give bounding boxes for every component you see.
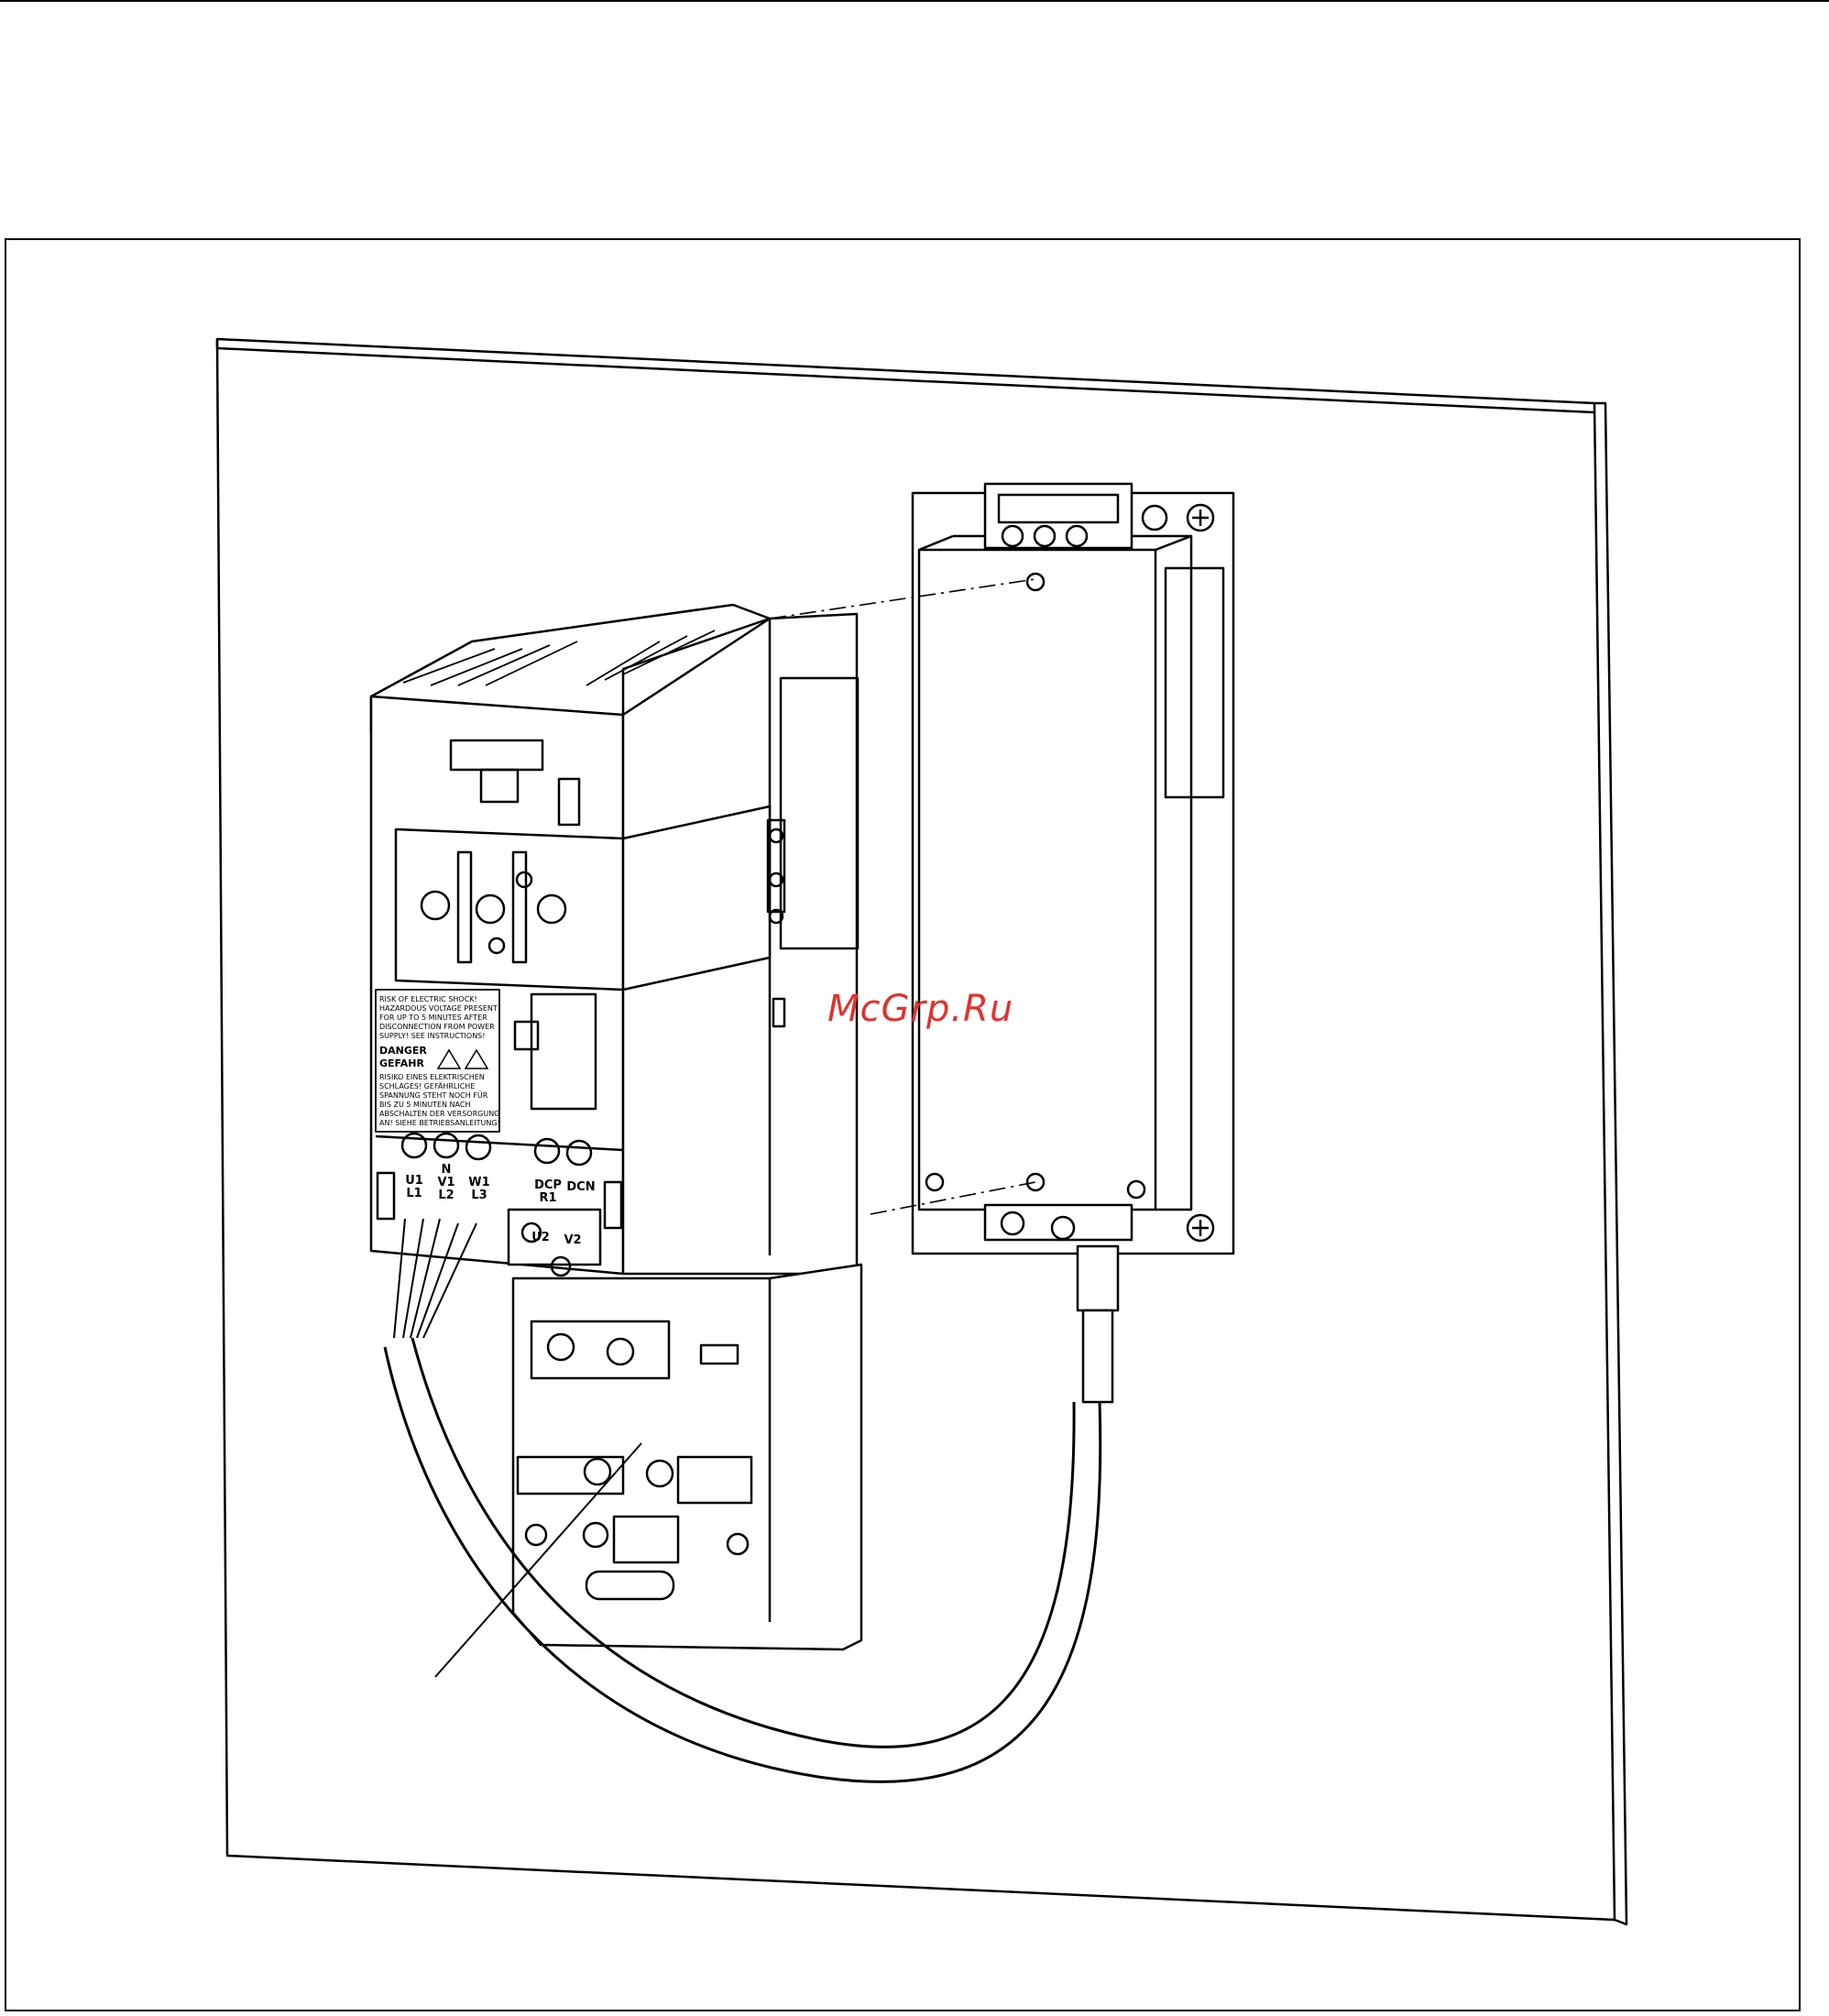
- label-de-line-6: AN! SIEHE BETRIEBSANLEITUNG!: [379, 1119, 500, 1127]
- label-de-line-1: RISIKO EINES ELEKTRISCHEN: [379, 1073, 485, 1081]
- label-line-2: HAZARDOUS VOLTAGE PRESENT: [379, 1004, 498, 1013]
- terminal-n: N: [442, 1163, 452, 1177]
- inverter: [369, 603, 860, 1277]
- terminal-dcp: DCP: [534, 1178, 562, 1192]
- terminal-v1: V1: [437, 1176, 455, 1189]
- warning-triangles: [436, 1048, 489, 1069]
- alignment-lines: [769, 578, 1036, 1215]
- label-danger: DANGER: [379, 1045, 427, 1057]
- label-de-line-4: BIS ZU 5 MINUTEN NACH: [379, 1101, 470, 1109]
- figure-frame: [5, 238, 1801, 2011]
- label-line-1: RISK OF ELECTRIC SHOCK!: [379, 995, 477, 1003]
- line-filter: [911, 482, 1235, 1404]
- terminal-dcn: DCN: [566, 1180, 595, 1194]
- warning-label-text: RISK OF ELECTRIC SHOCK! HAZARDOUS VOLTAG…: [379, 995, 500, 1127]
- terminal-w1: W1: [468, 1176, 489, 1189]
- label-line-3: FOR UP TO 5 MINUTES AFTER: [379, 1013, 487, 1022]
- label-de-line-2: SCHLAGES! GEFÄHRLICHE: [379, 1081, 475, 1090]
- terminal-r1: R1: [539, 1191, 556, 1205]
- terminal-u1: U1: [405, 1174, 423, 1188]
- shield-plate: [511, 1263, 863, 1651]
- terminal-u2: U2: [531, 1231, 550, 1244]
- terminal-v2: V2: [564, 1233, 581, 1247]
- label-line-4: DISCONNECTION FROM POWER: [379, 1023, 495, 1031]
- terminal-l2: L2: [438, 1189, 454, 1202]
- top-rule: [0, 0, 1829, 2]
- callout-leader: [434, 1442, 642, 1678]
- terminal-l1: L1: [406, 1187, 422, 1200]
- terminal-markings: U1 L1 N V1 L2 W1 L3 DCP R1 DCN U2 V2: [405, 1163, 595, 1247]
- label-gefahr: GEFAHR: [379, 1057, 425, 1069]
- terminal-l3: L3: [471, 1189, 487, 1202]
- label-de-line-5: ABSCHALTEN DER VERSORGUNG: [379, 1110, 499, 1118]
- label-de-line-3: SPANNUNG STEHT NOCH FÜR: [379, 1090, 488, 1100]
- mains-cable: [383, 1218, 1102, 1783]
- label-line-5: SUPPLY! SEE INSTRUCTIONS!: [379, 1032, 485, 1040]
- watermark-text: McGrp.Ru: [827, 988, 1014, 1030]
